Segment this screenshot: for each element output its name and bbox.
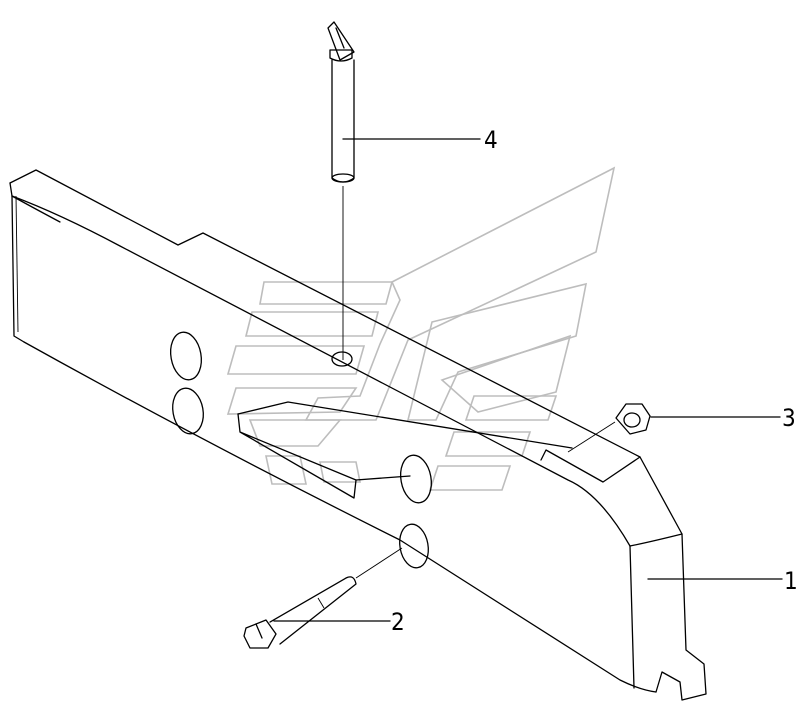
nut (567, 403, 781, 453)
bolt (243, 547, 403, 649)
watermark-logo (226, 166, 616, 491)
pin (327, 21, 481, 360)
callout-2: 2 (391, 608, 405, 636)
callout-3: 3 (782, 404, 796, 432)
callout-4: 4 (484, 126, 498, 154)
counterweight (9, 169, 707, 701)
callout-1: 1 (784, 567, 798, 595)
